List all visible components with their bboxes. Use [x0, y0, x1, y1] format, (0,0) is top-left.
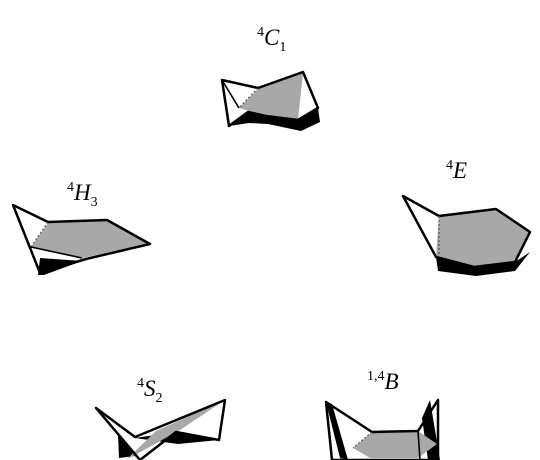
boat-label-superscript: 1,4: [367, 369, 385, 384]
boat-shadow-left: [326, 402, 348, 460]
half-chair-shaded-plane: [31, 220, 150, 258]
envelope-label-superscript: 4: [446, 158, 453, 173]
half-chair-label-superscript: 4: [67, 180, 74, 195]
boat-dashed-edge: [352, 431, 373, 449]
boat-label: 1,4B: [367, 369, 399, 394]
chair-dashed-edge: [238, 87, 259, 109]
envelope-shaded-plane: [436, 209, 530, 267]
skew-label: 4S2: [137, 376, 163, 406]
chair-outline: [220, 70, 320, 128]
half-chair-dashed-edge: [30, 221, 49, 248]
skew-outline: [94, 398, 227, 460]
envelope-label-letter: E: [453, 158, 468, 183]
skew-label-subscript: 2: [155, 391, 163, 406]
boat-shaded-plane: [353, 431, 437, 458]
chair-label: 4C1: [257, 25, 286, 55]
boat-ring: [324, 398, 440, 460]
boat-inner-edge: [417, 430, 421, 460]
chair-label-letter: C: [264, 25, 280, 50]
half-chair-ring: [11, 203, 152, 275]
boat-label-letter: B: [384, 369, 399, 394]
envelope-shadow: [436, 252, 530, 276]
skew-ring: [94, 398, 227, 460]
chair-label-superscript: 4: [257, 25, 264, 40]
envelope-ring: [401, 194, 532, 276]
chair-shaded-plane: [239, 73, 303, 120]
chair-back-edge: [221, 79, 240, 109]
half-chair-label-letter: H: [74, 180, 91, 205]
skew-label-superscript: 4: [137, 376, 144, 391]
half-chair-label: 4H3: [67, 180, 98, 210]
skew-label-letter: S: [144, 376, 156, 401]
half-chair-shadow: [38, 244, 150, 275]
half-chair-inner-edge: [30, 246, 83, 259]
chair-ring: [220, 70, 320, 131]
envelope-label: 4E: [446, 158, 468, 183]
envelope-outline: [401, 194, 532, 269]
chair-label-subscript: 1: [279, 40, 287, 55]
half-chair-label-subscript: 3: [90, 195, 98, 210]
skew-shaded-plane: [126, 400, 225, 460]
